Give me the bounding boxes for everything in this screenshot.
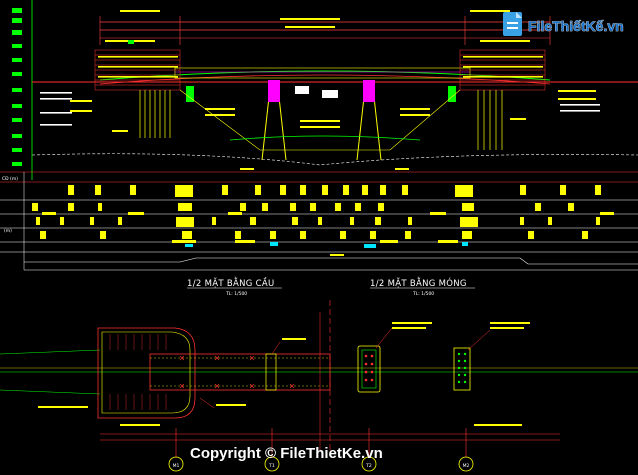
profile-table: CĐ (m) (m)	[0, 171, 638, 271]
file-icon	[503, 12, 522, 36]
brand-logo: FileThiếtKế.vn	[503, 12, 624, 36]
bridge-plan-view: M1 T1 T2 M2	[0, 300, 638, 472]
axis-label-t2: T2	[365, 463, 372, 469]
axis-label-t1: T1	[268, 463, 275, 469]
axis-marker-t2	[361, 456, 377, 472]
plan-title-left: 1/2 MẶT BẰNG CẦU	[187, 276, 275, 289]
plan-titles: 1/2 MẶT BẰNG CẦU TL: 1/500 1/2 MẶT BẰNG …	[187, 276, 475, 297]
abutment-hatch	[109, 334, 167, 410]
axis-marker-m2	[458, 456, 474, 472]
plan-title-right: 1/2 MẶT BẰNG MÓNG	[370, 276, 467, 289]
brand-name: FileThiếtKế.vn	[528, 18, 624, 34]
bridge-elevation	[31, 10, 638, 170]
table-cells	[32, 185, 614, 243]
plan-scale-left: TL: 1/500	[225, 291, 247, 297]
row-label-elevation: CĐ (m)	[2, 176, 18, 182]
axis-label-m1: M1	[173, 463, 180, 469]
layer-legend	[12, 8, 22, 166]
axis-markers: M1 T1 T2 M2	[168, 456, 474, 472]
axis-marker-m1	[168, 456, 184, 472]
plan-scale-right: TL: 1/500	[412, 291, 434, 297]
copyright-watermark: Copyright © FileThietKe.vn	[190, 445, 383, 462]
axis-label-m2: M2	[463, 463, 470, 469]
axis-marker-t1	[264, 456, 280, 472]
row-label-distance: (m)	[4, 228, 12, 234]
